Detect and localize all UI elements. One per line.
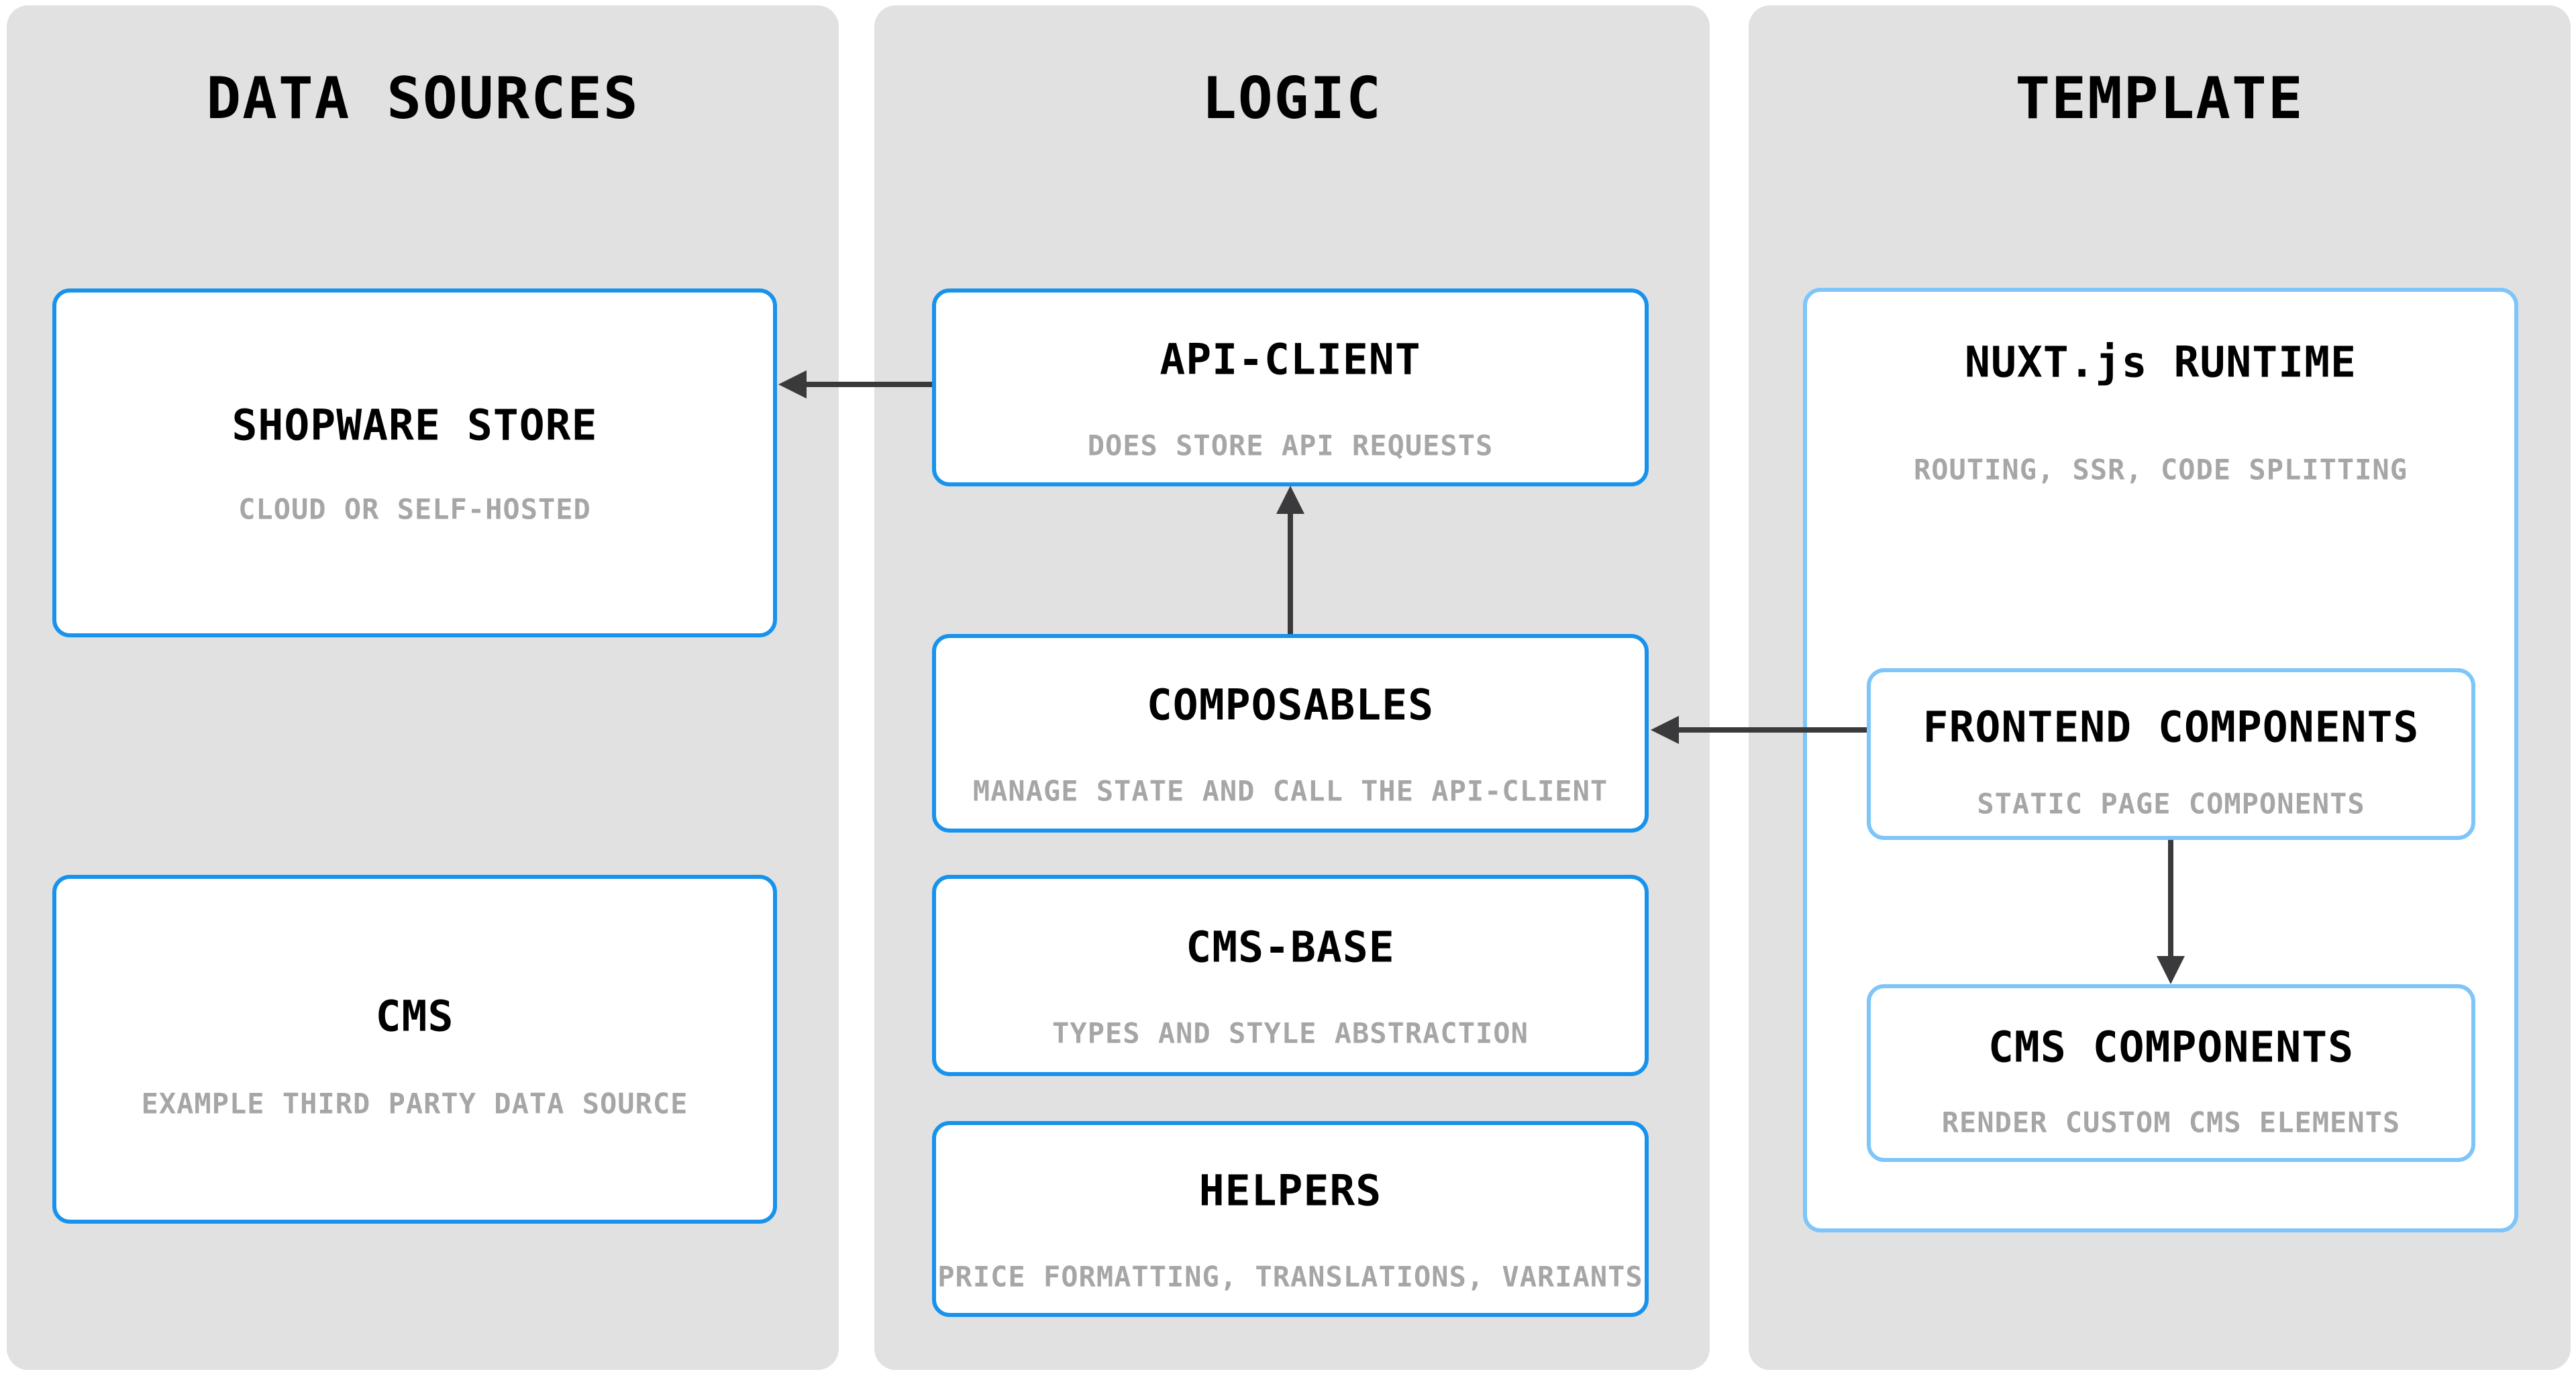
- box-title-frontend-components: FRONTEND COMPONENTS: [1922, 702, 2420, 752]
- arrow-line: [2168, 840, 2173, 957]
- box-title-composables: COMPOSABLES: [1146, 680, 1435, 730]
- box-title-helpers: HELPERS: [1198, 1166, 1382, 1216]
- box-subtitle-nuxt-runtime: ROUTING, SSR, CODE SPLITTING: [1913, 453, 2408, 486]
- box-composables: COMPOSABLES MANAGE STATE AND CALL THE AP…: [932, 634, 1649, 833]
- box-title-cms-components: CMS COMPONENTS: [1988, 1022, 2354, 1072]
- box-shopware-store: SHOPWARE STORE CLOUD OR SELF-HOSTED: [52, 288, 777, 637]
- arrow-head-down-icon: [2157, 956, 2185, 984]
- box-subtitle-cms: EXAMPLE THIRD PARTY DATA SOURCE: [141, 1087, 688, 1120]
- arrow-line: [1288, 511, 1293, 634]
- box-api-client: API-CLIENT DOES STORE API REQUESTS: [932, 288, 1649, 486]
- arrow-line: [804, 382, 932, 387]
- box-cms: CMS EXAMPLE THIRD PARTY DATA SOURCE: [52, 875, 777, 1224]
- box-cms-base: CMS-BASE TYPES AND STYLE ABSTRACTION: [932, 875, 1649, 1076]
- column-title-data-sources: DATA SOURCES: [206, 65, 639, 132]
- arrow-head-up-icon: [1276, 486, 1304, 514]
- arrow-head-left-icon: [778, 370, 807, 399]
- box-title-api-client: API-CLIENT: [1160, 335, 1421, 384]
- box-frontend-components: FRONTEND COMPONENTS STATIC PAGE COMPONEN…: [1867, 668, 2475, 840]
- arrow-head-left-icon: [1651, 716, 1679, 744]
- box-title-cms: CMS: [375, 992, 454, 1041]
- box-helpers: HELPERS PRICE FORMATTING, TRANSLATIONS, …: [932, 1121, 1649, 1317]
- box-title-shopware-store: SHOPWARE STORE: [231, 401, 598, 450]
- box-subtitle-cms-base: TYPES AND STYLE ABSTRACTION: [1052, 1016, 1529, 1050]
- box-title-nuxt-runtime: NUXT.js RUNTIME: [1965, 337, 2357, 387]
- column-title-logic: LOGIC: [1202, 65, 1382, 132]
- box-subtitle-cms-components: RENDER CUSTOM CMS ELEMENTS: [1941, 1106, 2401, 1139]
- arrow-line: [1676, 727, 1867, 733]
- box-subtitle-composables: MANAGE STATE AND CALL THE API-CLIENT: [972, 774, 1608, 808]
- box-subtitle-api-client: DOES STORE API REQUESTS: [1087, 429, 1494, 462]
- box-cms-components: CMS COMPONENTS RENDER CUSTOM CMS ELEMENT…: [1867, 984, 2475, 1162]
- box-subtitle-frontend-components: STATIC PAGE COMPONENTS: [1977, 787, 2365, 820]
- box-title-cms-base: CMS-BASE: [1186, 922, 1395, 972]
- column-title-template: TEMPLATE: [2015, 65, 2304, 132]
- box-subtitle-helpers: PRICE FORMATTING, TRANSLATIONS, VARIANTS: [937, 1260, 1643, 1293]
- box-subtitle-shopware-store: CLOUD OR SELF-HOSTED: [238, 492, 591, 526]
